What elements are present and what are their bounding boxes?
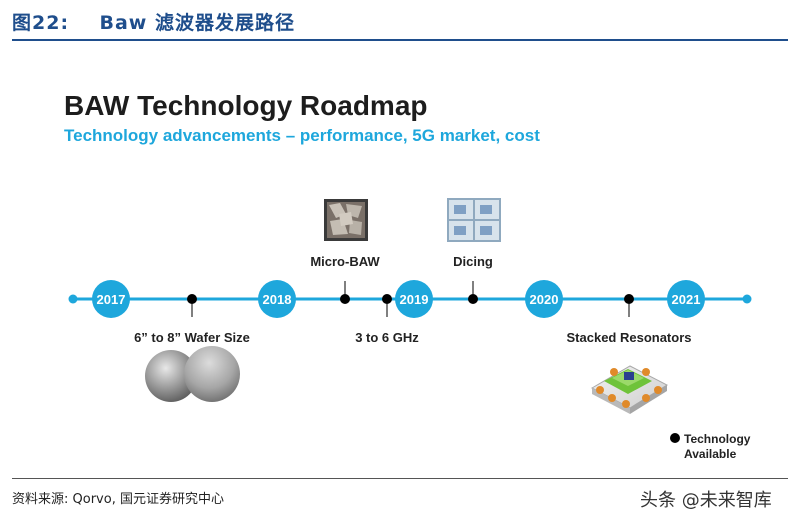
milestone-dot: [382, 294, 392, 304]
roadmap-subtitle: Technology advancements – performance, 5…: [64, 126, 540, 145]
year-2020: 2020: [525, 280, 563, 318]
year-label: 2020: [530, 292, 559, 307]
milestone-frequency: 3 to 6 GHz: [355, 294, 419, 345]
milestone-label: Dicing: [453, 254, 493, 269]
source-note: 资料来源: Qorvo, 国元证券研究中心: [12, 492, 224, 507]
milestone-label: 3 to 6 GHz: [355, 330, 419, 345]
watermark-text: 头条 @未来智库: [640, 490, 772, 511]
micro-baw-die-image: [324, 199, 368, 241]
top-divider: [12, 39, 788, 41]
wafer-discs-image: [145, 346, 240, 402]
year-2017: 2017: [92, 280, 130, 318]
legend-line1: Technology: [684, 432, 751, 446]
milestone-dot: [468, 294, 478, 304]
dicing-wafer-image: [447, 198, 501, 242]
year-label: 2019: [400, 292, 429, 307]
milestone-label: Stacked Resonators: [567, 330, 692, 345]
legend-line2: Available: [684, 447, 737, 461]
year-label: 2021: [672, 292, 701, 307]
year-2018: 2018: [258, 280, 296, 318]
timeline-end-dot: [742, 294, 752, 304]
legend-dot: [670, 433, 680, 443]
roadmap-title: BAW Technology Roadmap: [64, 90, 428, 121]
year-2019: 2019: [395, 280, 433, 318]
figure-title: 图22: Baw 滤波器发展路径: [12, 12, 295, 34]
milestone-micro-baw: Micro-BAW: [310, 254, 380, 304]
milestone-dot: [187, 294, 197, 304]
timeline-start-dot: [68, 294, 78, 304]
milestone-label: 6” to 8” Wafer Size: [134, 330, 250, 345]
year-label: 2018: [263, 292, 292, 307]
legend: Technology Available: [670, 432, 751, 461]
milestone-label: Micro-BAW: [310, 254, 380, 269]
year-2021: 2021: [667, 280, 705, 318]
milestone-wafer-size: 6” to 8” Wafer Size: [134, 294, 250, 345]
year-label: 2017: [97, 292, 126, 307]
milestone-stacked-resonators: Stacked Resonators: [567, 294, 692, 345]
bottom-divider: [12, 478, 788, 479]
stacked-resonator-image: [590, 365, 669, 414]
milestone-dicing: Dicing: [453, 254, 493, 304]
milestone-dot: [340, 294, 350, 304]
milestone-dot: [624, 294, 634, 304]
